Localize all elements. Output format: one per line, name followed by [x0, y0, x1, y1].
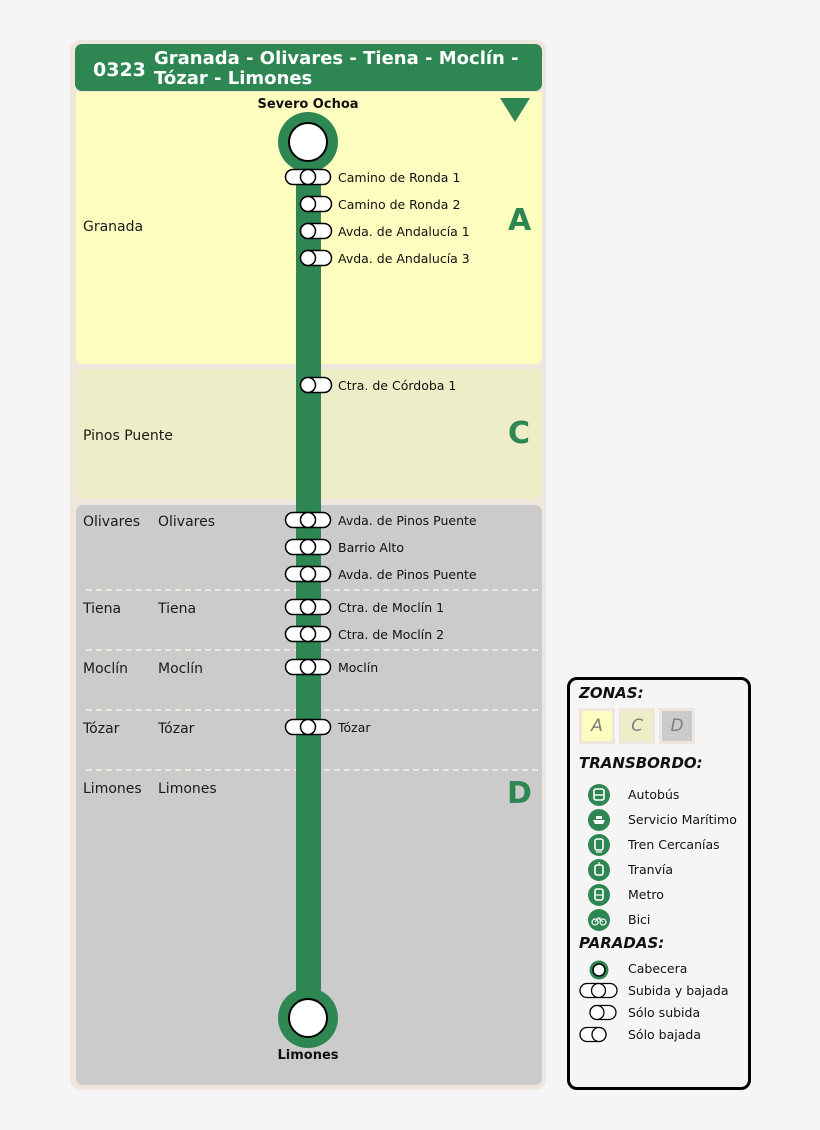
municipality-label: Limones [83, 781, 142, 797]
zone-letter-c: C [508, 416, 531, 451]
stop-label: Ctra. de Moclín 2 [338, 627, 445, 642]
board-only-stop-icon[interactable] [299, 222, 335, 242]
legend-zone-c: C [619, 708, 655, 744]
down-triangle-icon [500, 98, 530, 122]
legend-transfer-title: TRANSBORDO: [579, 754, 703, 772]
stop-type-label: Sólo bajada [628, 1027, 701, 1042]
ferry-icon [588, 809, 610, 831]
legend-stops-title: PARADAS: [579, 934, 665, 952]
board-only-stop-icon[interactable] [299, 249, 335, 269]
locality-label: Tózar [158, 721, 195, 737]
tram-icon [588, 859, 610, 881]
legend-zones-title: ZONAS: [579, 684, 644, 702]
transfer-label: Servicio Marítimo [628, 812, 737, 827]
board-alight-stop-icon[interactable] [284, 625, 334, 645]
board-only-stop-icon [589, 1004, 617, 1021]
municipality-label: Moclín [83, 661, 128, 677]
route-header: 0323 Granada - Olivares - Tiena - Moclín… [75, 44, 542, 91]
board-alight-stop-icon[interactable] [284, 598, 334, 618]
start-terminal-icon[interactable] [278, 112, 338, 172]
zone-letter-d: D [507, 776, 532, 811]
bike-icon [588, 909, 610, 931]
transfer-label: Metro [628, 887, 664, 902]
municipality-label: Tózar [83, 721, 120, 737]
municipality-label: Granada [83, 219, 144, 235]
municipality-label: Olivares [83, 514, 141, 530]
line-number: 0323 [93, 59, 146, 81]
start-terminal-label: Severo Ochoa [257, 97, 359, 112]
board-alight-stop-icon[interactable] [284, 718, 334, 738]
stop-label: Moclín [338, 660, 379, 675]
transfer-label: Tranvía [628, 862, 674, 877]
transfer-label: Bici [628, 912, 651, 927]
stop-label: Tózar [338, 720, 371, 735]
stop-label: Barrio Alto [338, 540, 404, 555]
locality-label: Moclín [158, 661, 203, 677]
zone-letter-a: A [508, 203, 532, 238]
end-terminal-icon[interactable] [278, 988, 338, 1048]
legend-zone-a: A [579, 708, 615, 744]
board-alight-stop-icon[interactable] [284, 168, 334, 188]
board-alight-stop-icon[interactable] [284, 538, 334, 558]
municipality-label: Pinos Puente [83, 428, 173, 444]
stop-label: Ctra. de Córdoba 1 [338, 378, 457, 393]
terminal-stop-icon [589, 960, 609, 980]
stop-label: Camino de Ronda 1 [338, 170, 461, 185]
locality-label: Limones [158, 781, 217, 797]
stop-type-label: Subida y bajada [628, 983, 729, 998]
board-alight-stop-icon [579, 982, 618, 999]
stop-label: Avda. de Pinos Puente [338, 567, 477, 582]
stop-label: Ctra. de Moclín 1 [338, 600, 445, 615]
route-title-line-2: Tózar - Limones [154, 68, 313, 89]
alight-only-stop-icon [579, 1026, 607, 1043]
stop-label: Avda. de Pinos Puente [338, 513, 477, 528]
train-icon [588, 834, 610, 856]
stop-type-label: Cabecera [628, 961, 688, 976]
route-title-line-1: Granada - Olivares - Tiena - Moclín - [154, 48, 519, 69]
stop-type-label: Sólo subida [628, 1005, 701, 1020]
municipality-label: Tiena [83, 601, 122, 617]
board-alight-stop-icon[interactable] [284, 565, 334, 585]
stop-label: Avda. de Andalucía 1 [338, 224, 470, 239]
transfer-label: Tren Cercanías [628, 837, 720, 852]
bus-icon [588, 784, 610, 806]
board-only-stop-icon[interactable] [299, 195, 335, 215]
route-title: Granada - Olivares - Tiena - Moclín - Tó… [154, 49, 534, 89]
legend-zone-d: D [659, 708, 695, 744]
stop-label: Camino de Ronda 2 [338, 197, 461, 212]
locality-label: Tiena [158, 601, 197, 617]
stop-label: Avda. de Andalucía 3 [338, 251, 470, 266]
legend: ZONAS: A C D TRANSBORDO: Autobús Servici… [567, 677, 751, 1090]
board-only-stop-icon[interactable] [299, 376, 335, 396]
metro-icon [588, 884, 610, 906]
end-terminal-label: Limones [277, 1048, 339, 1063]
board-alight-stop-icon[interactable] [284, 658, 334, 678]
board-alight-stop-icon[interactable] [284, 511, 334, 531]
transfer-label: Autobús [628, 787, 680, 802]
locality-label: Olivares [158, 514, 216, 530]
